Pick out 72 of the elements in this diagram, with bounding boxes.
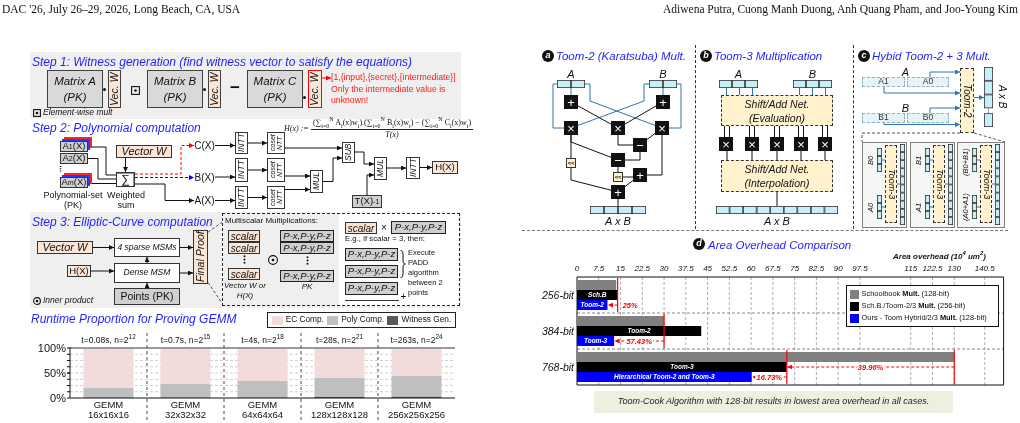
- legend-note: Inner product: [43, 296, 95, 307]
- register-label: A: [901, 66, 910, 78]
- category-label: 256-bit: [540, 288, 574, 303]
- step-heading: Step 3: Elliptic-Curve computation: [32, 215, 213, 229]
- axis-tick-label: 0: [574, 264, 580, 274]
- category-label: GEMM 256x256x256: [386, 400, 447, 420]
- axis-tick-label: 60: [746, 264, 756, 274]
- panel-title: Toom-3 Multiplication: [714, 49, 824, 63]
- axis-tick-label: 90: [833, 264, 843, 274]
- axis-title: Area overhead (10$^{4}$ um$^{2}$): [892, 251, 986, 262]
- axis-tick-label: 22.5: [634, 264, 651, 274]
- bar-annotation: t=0.7s, n=2$^{15}$: [160, 335, 211, 345]
- step-heading: Step 2: Polynomial computation: [32, 122, 202, 137]
- axis-tick-label: 140.5: [974, 264, 995, 274]
- bar-annotation: t=4s, n=2$^{18}$: [241, 335, 284, 345]
- times-sign: ×: [380, 222, 388, 234]
- chart-title: Area Overhead Comparison: [708, 238, 852, 252]
- register-label: A x B: [996, 83, 1008, 111]
- category-label: GEMM 128x128x128: [309, 400, 370, 420]
- register-label: B: [901, 102, 910, 114]
- register-label: B: [807, 68, 818, 80]
- register-label: A x B: [603, 215, 632, 227]
- category-label: GEMM 32x32x32: [163, 400, 208, 420]
- note-text: Only the intermediate value is unknown!: [331, 84, 447, 105]
- category-label: GEMM 16x16x16: [86, 400, 131, 420]
- formula-text: (∑$_{i=0}$$^{N}$ A$_{i}$(x)w$_{i}$).(∑$_{i=0}$$^{N}$ B$_{i}$(x)w$_{i}$) − (∑$_{i=0}$$^{N}$ C$_{i}$(x)w$_{i}$): [311, 117, 473, 130]
- legend-note: Element-wise mult: [43, 108, 114, 119]
- axis-tick-label: 75: [790, 264, 800, 274]
- legend-label: Witness Gen.: [401, 315, 452, 325]
- axis-tick-label: 37.5: [678, 264, 694, 274]
- bar-annotation: t=0.08s, n=2$^{12}$: [81, 335, 136, 345]
- panel-title: Hybid Toom-2 + 3 Mult.: [872, 49, 992, 63]
- axis-tick-label: 15: [616, 264, 625, 274]
- axis-tick-label: 50%: [42, 367, 66, 379]
- axis-tick-label: 0%: [49, 392, 66, 404]
- panel-title: Toom-2 (Karatsuba) Mult.: [556, 49, 687, 63]
- axis-tick-label: 45: [703, 264, 713, 274]
- register-label: A x B: [762, 215, 791, 227]
- step-heading: Step 1: Witness generation (find witness vector to satisfy the equations): [32, 55, 413, 69]
- register-label: A: [566, 68, 576, 80]
- category-label: 384-bit: [540, 324, 574, 339]
- axis-tick-label: 67.5: [765, 264, 781, 274]
- box-caption: Weighted sum: [106, 190, 146, 210]
- bar-annotation: t=263s, n=2$^{24}$: [390, 335, 443, 345]
- formula-text: T(x): [384, 130, 400, 140]
- axis-tick-label: 115: [904, 264, 918, 274]
- category-label: 768-bit: [540, 360, 574, 375]
- panel-heading: Multiscalar Multiplications:: [225, 216, 318, 226]
- bar-annotation: t=28s, n=2$^{21}$: [315, 335, 364, 345]
- running-header: Adiwena Putra, Cuong Manh Duong, Anh Quang Pham, and Joo-Young Kim: [662, 3, 1018, 18]
- axis-tick-label: 30: [659, 264, 669, 274]
- formula-text: H(x) :=: [284, 123, 310, 135]
- axis-tick-label: 82.5: [808, 264, 825, 274]
- legend-label: Poly Comp.: [341, 315, 385, 325]
- axis-tick-label: 122.5: [922, 264, 943, 274]
- box-caption: Vector W or H(X): [224, 281, 266, 302]
- chart-title: Runtime Proportion for Proving GEMM: [31, 312, 237, 326]
- plus-sign: +: [399, 291, 408, 302]
- axis-tick-label: 7.5: [593, 264, 605, 274]
- register-label: A: [733, 68, 744, 80]
- minus-sign: −: [229, 81, 241, 95]
- legend-label: EC Comp.: [285, 315, 324, 325]
- running-header: DAC '26, July 26–29, 2026, Long Beach, CA, USA: [2, 3, 242, 18]
- axis-tick-label: 100%: [36, 342, 66, 354]
- vector-notation: [1,{input},{secret},{intermediate}]: [331, 72, 457, 83]
- box-caption: PK: [300, 282, 314, 292]
- axis-tick-label: 97.5: [852, 264, 868, 274]
- axis-tick-label: 52.5: [721, 264, 738, 274]
- category-label: GEMM 64x64x64: [240, 400, 285, 420]
- axis-tick-label: 130: [947, 264, 961, 274]
- box-caption: Polynomial-set (PK): [42, 190, 104, 210]
- register-label: B: [658, 68, 668, 80]
